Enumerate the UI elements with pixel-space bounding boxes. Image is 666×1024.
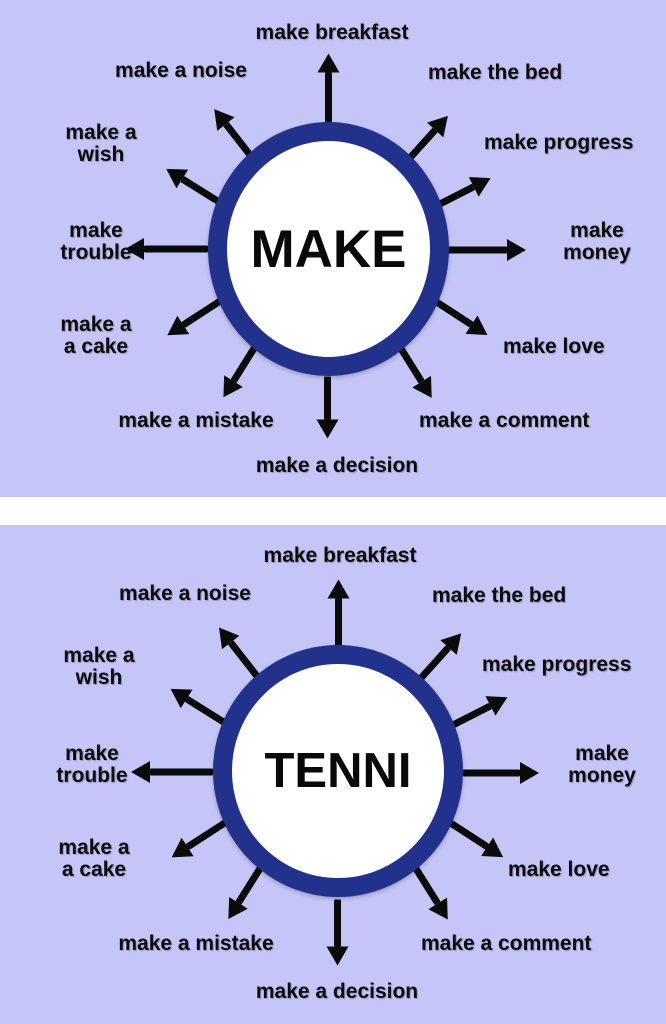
label-make-breakfast[interactable]: make breakfast	[255, 21, 409, 44]
word-web-panel-make: MAKE make breakfast make the bed make pr…	[0, 0, 666, 497]
center-hub-tenni[interactable]: TENNI	[213, 645, 463, 897]
label-make-a-mistake[interactable]: make a mistake	[118, 409, 274, 432]
word-web-panel-tenni: TENNI make breakfast make the bed make p…	[0, 525, 666, 1024]
label-make-a-noise[interactable]: make a noise	[115, 59, 247, 82]
label-make-breakfast[interactable]: make breakfast	[263, 544, 417, 567]
label-make-a-cake[interactable]: make a a cake	[58, 836, 130, 882]
label-make-love[interactable]: make love	[503, 335, 605, 358]
label-make-a-wish[interactable]: make a wish	[63, 644, 135, 690]
center-hub-label: MAKE	[250, 219, 407, 279]
arrow-make-a-decision	[317, 376, 339, 439]
arrow-make-breakfast	[317, 53, 339, 127]
label-make-a-comment[interactable]: make a comment	[421, 932, 592, 955]
label-make-trouble[interactable]: make trouble	[60, 219, 132, 265]
label-make-progress[interactable]: make progress	[484, 131, 634, 154]
arrow-make-money	[448, 238, 526, 261]
label-make-a-comment[interactable]: make a comment	[419, 409, 590, 432]
arrow-make-breakfast	[327, 579, 349, 650]
panel-separator	[0, 497, 666, 525]
label-make-the-bed[interactable]: make the bed	[432, 584, 567, 607]
label-make-a-wish[interactable]: make a wish	[65, 121, 137, 167]
label-make-love[interactable]: make love	[508, 858, 610, 881]
label-make-trouble[interactable]: make trouble	[56, 742, 128, 788]
label-make-a-noise[interactable]: make a noise	[119, 582, 251, 605]
arrow-make-a-decision	[327, 899, 349, 966]
label-make-money[interactable]: make money	[563, 219, 631, 265]
label-make-progress[interactable]: make progress	[482, 653, 632, 676]
center-hub-make[interactable]: MAKE	[208, 122, 449, 376]
label-make-a-mistake[interactable]: make a mistake	[118, 932, 274, 955]
label-make-money[interactable]: make money	[568, 742, 636, 788]
label-make-a-cake[interactable]: make a a cake	[60, 313, 132, 359]
center-hub-label: TENNI	[264, 743, 412, 798]
label-make-a-decision[interactable]: make a decision	[255, 980, 419, 1003]
label-make-a-decision[interactable]: make a decision	[255, 454, 419, 477]
arrow-make-money	[463, 761, 539, 784]
label-make-the-bed[interactable]: make the bed	[428, 61, 563, 84]
